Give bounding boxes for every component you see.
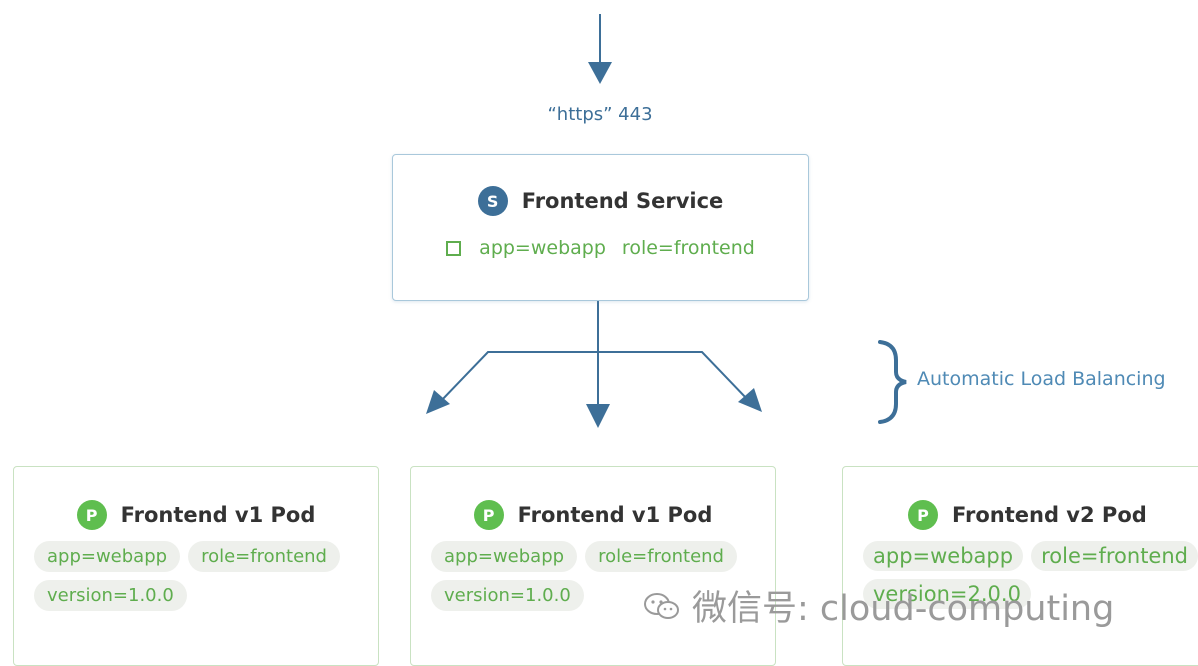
watermark: 微信号: cloud-computing [642,580,1114,631]
pod-badge-icon: P [473,500,504,530]
service-badge-icon: S [477,186,508,216]
service-selector: app=webapp role=frontend [393,237,808,259]
pod-title-row: P Frontend v1 Pod [411,500,775,530]
pod-card-2[interactable]: P Frontend v1 Pod app=webapp role=fronte… [410,466,776,666]
pod-badge-icon: P [76,500,107,530]
pod-title: Frontend v1 Pod [517,503,713,527]
left-branch-line [439,351,598,403]
pod-title-row: P Frontend v1 Pod [14,500,378,530]
pod-label-version: version=1.0.0 [431,580,584,611]
pod-label-role: role=frontend [1031,541,1198,571]
load-balancing-brace [878,340,907,424]
pod-label-role: role=frontend [585,541,737,572]
pod-title: Frontend v1 Pod [120,503,316,527]
right-arrow-head [738,388,762,412]
diagram-canvas [426,14,907,428]
pod-card-3[interactable]: P Frontend v2 Pod app=webapp role=fronte… [842,466,1198,666]
pod-label-version: version=2.0.0 [863,579,1031,609]
left-arrow-head [426,390,450,414]
selector-app: app=webapp [479,237,606,259]
pod-title-row: P Frontend v2 Pod [843,500,1198,530]
pod-labels: app=webapp role=frontend version=1.0.0 [34,541,368,611]
frontend-service-box[interactable]: S Frontend Service app=webapp role=front… [392,154,809,301]
service-title: Frontend Service [521,189,724,213]
pod-card-1[interactable]: P Frontend v1 Pod app=webapp role=fronte… [13,466,379,666]
ingress-arrow-head [588,62,612,84]
center-arrow-head [586,404,610,428]
pod-labels: app=webapp role=frontend version=1.0.0 [431,541,765,611]
pod-badge-icon: P [908,500,938,530]
wechat-icon [644,592,679,619]
pod-label-app: app=webapp [431,541,578,572]
ingress-label: “https” 443 [547,104,653,125]
selector-square-icon [446,240,462,256]
pod-label-role: role=frontend [188,541,340,572]
pod-title: Frontend v2 Pod [952,503,1147,527]
pod-label-app: app=webapp [863,541,1024,571]
service-title-row: S Frontend Service [393,186,808,216]
right-branch-line [598,351,749,401]
pod-labels: app=webapp role=frontend version=2.0.0 [863,541,1198,609]
watermark-text: 微信号: cloud-computing [692,589,1115,629]
pod-label-version: version=1.0.0 [34,580,187,611]
selector-role: role=frontend [621,237,755,259]
load-balancing-label: Automatic Load Balancing [917,368,1166,390]
pod-label-app: app=webapp [34,541,181,572]
selector-row-inner: app=webapp role=frontend [446,237,755,259]
